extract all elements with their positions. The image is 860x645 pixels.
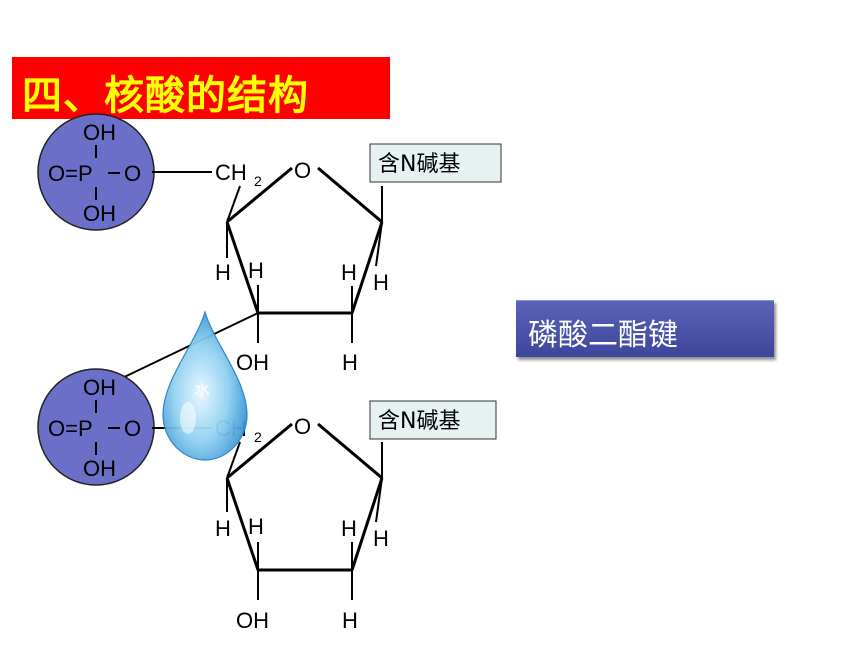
nucleotide-2: OH O=P O OH CH 2 O H H H H OH H 含N (37, 368, 497, 633)
sugar-1-h: H (341, 260, 357, 285)
phosphate-2-o: O (124, 416, 141, 441)
title-banner: 四、核酸的结构 (12, 57, 390, 119)
sugar-1-subscript: 2 (254, 173, 262, 189)
phosphodiester-link-line (117, 312, 259, 381)
sugar-2-oh: OH (236, 608, 269, 633)
sugar-1-h: H (342, 350, 358, 375)
sugar-1-ring-o: O (294, 158, 311, 183)
sugar-1-h: H (373, 270, 389, 295)
sugar-1-ch: CH (215, 160, 247, 185)
sugar-2-ring-o: O (294, 414, 311, 439)
phosphate-1-o: O (124, 161, 141, 186)
nitrogen-base-2-box (369, 400, 497, 440)
nucleotide-1: OH O=P O OH CH 2 O H H H H OH H 含N (37, 113, 502, 375)
nitrogen-base-2-label: 含N碱基 (378, 409, 460, 434)
sugar-2-h: H (342, 608, 358, 633)
phosphate-1-bottom-oh: OH (83, 201, 116, 226)
page-title: 四、核酸的结构 (22, 73, 309, 119)
sugar-1-h: H (215, 260, 231, 285)
phosphate-2-top-oh: OH (83, 375, 116, 400)
water-drop-icon: 水 (162, 309, 248, 461)
sugar-1-ring (225, 166, 384, 315)
nitrogen-base-1-label: 含N碱基 (378, 152, 460, 177)
phosphate-1-o-p: O=P (48, 161, 93, 186)
phosphate-1-top-oh: OH (83, 120, 116, 145)
sugar-1-h: H (248, 258, 264, 283)
sugar-1-oh: OH (236, 350, 269, 375)
phosphate-2-o-p: O=P (48, 416, 93, 441)
sugar-2-h: H (341, 516, 357, 541)
sugar-2-h: H (373, 526, 389, 551)
phosphodiester-bond-label: 磷酸二酯键 (528, 318, 678, 353)
nitrogen-base-1-box (369, 143, 502, 183)
water-label: 水 (194, 380, 210, 399)
sugar-2-subscript: 2 (254, 429, 262, 445)
sugar-2-h: H (215, 516, 231, 541)
phosphodiester-bond-label-box: 磷酸二酯键 (516, 300, 774, 357)
phosphate-2-bottom-oh: OH (83, 456, 116, 481)
sugar-2-h: H (248, 514, 264, 539)
sugar-2-ring (225, 422, 384, 572)
